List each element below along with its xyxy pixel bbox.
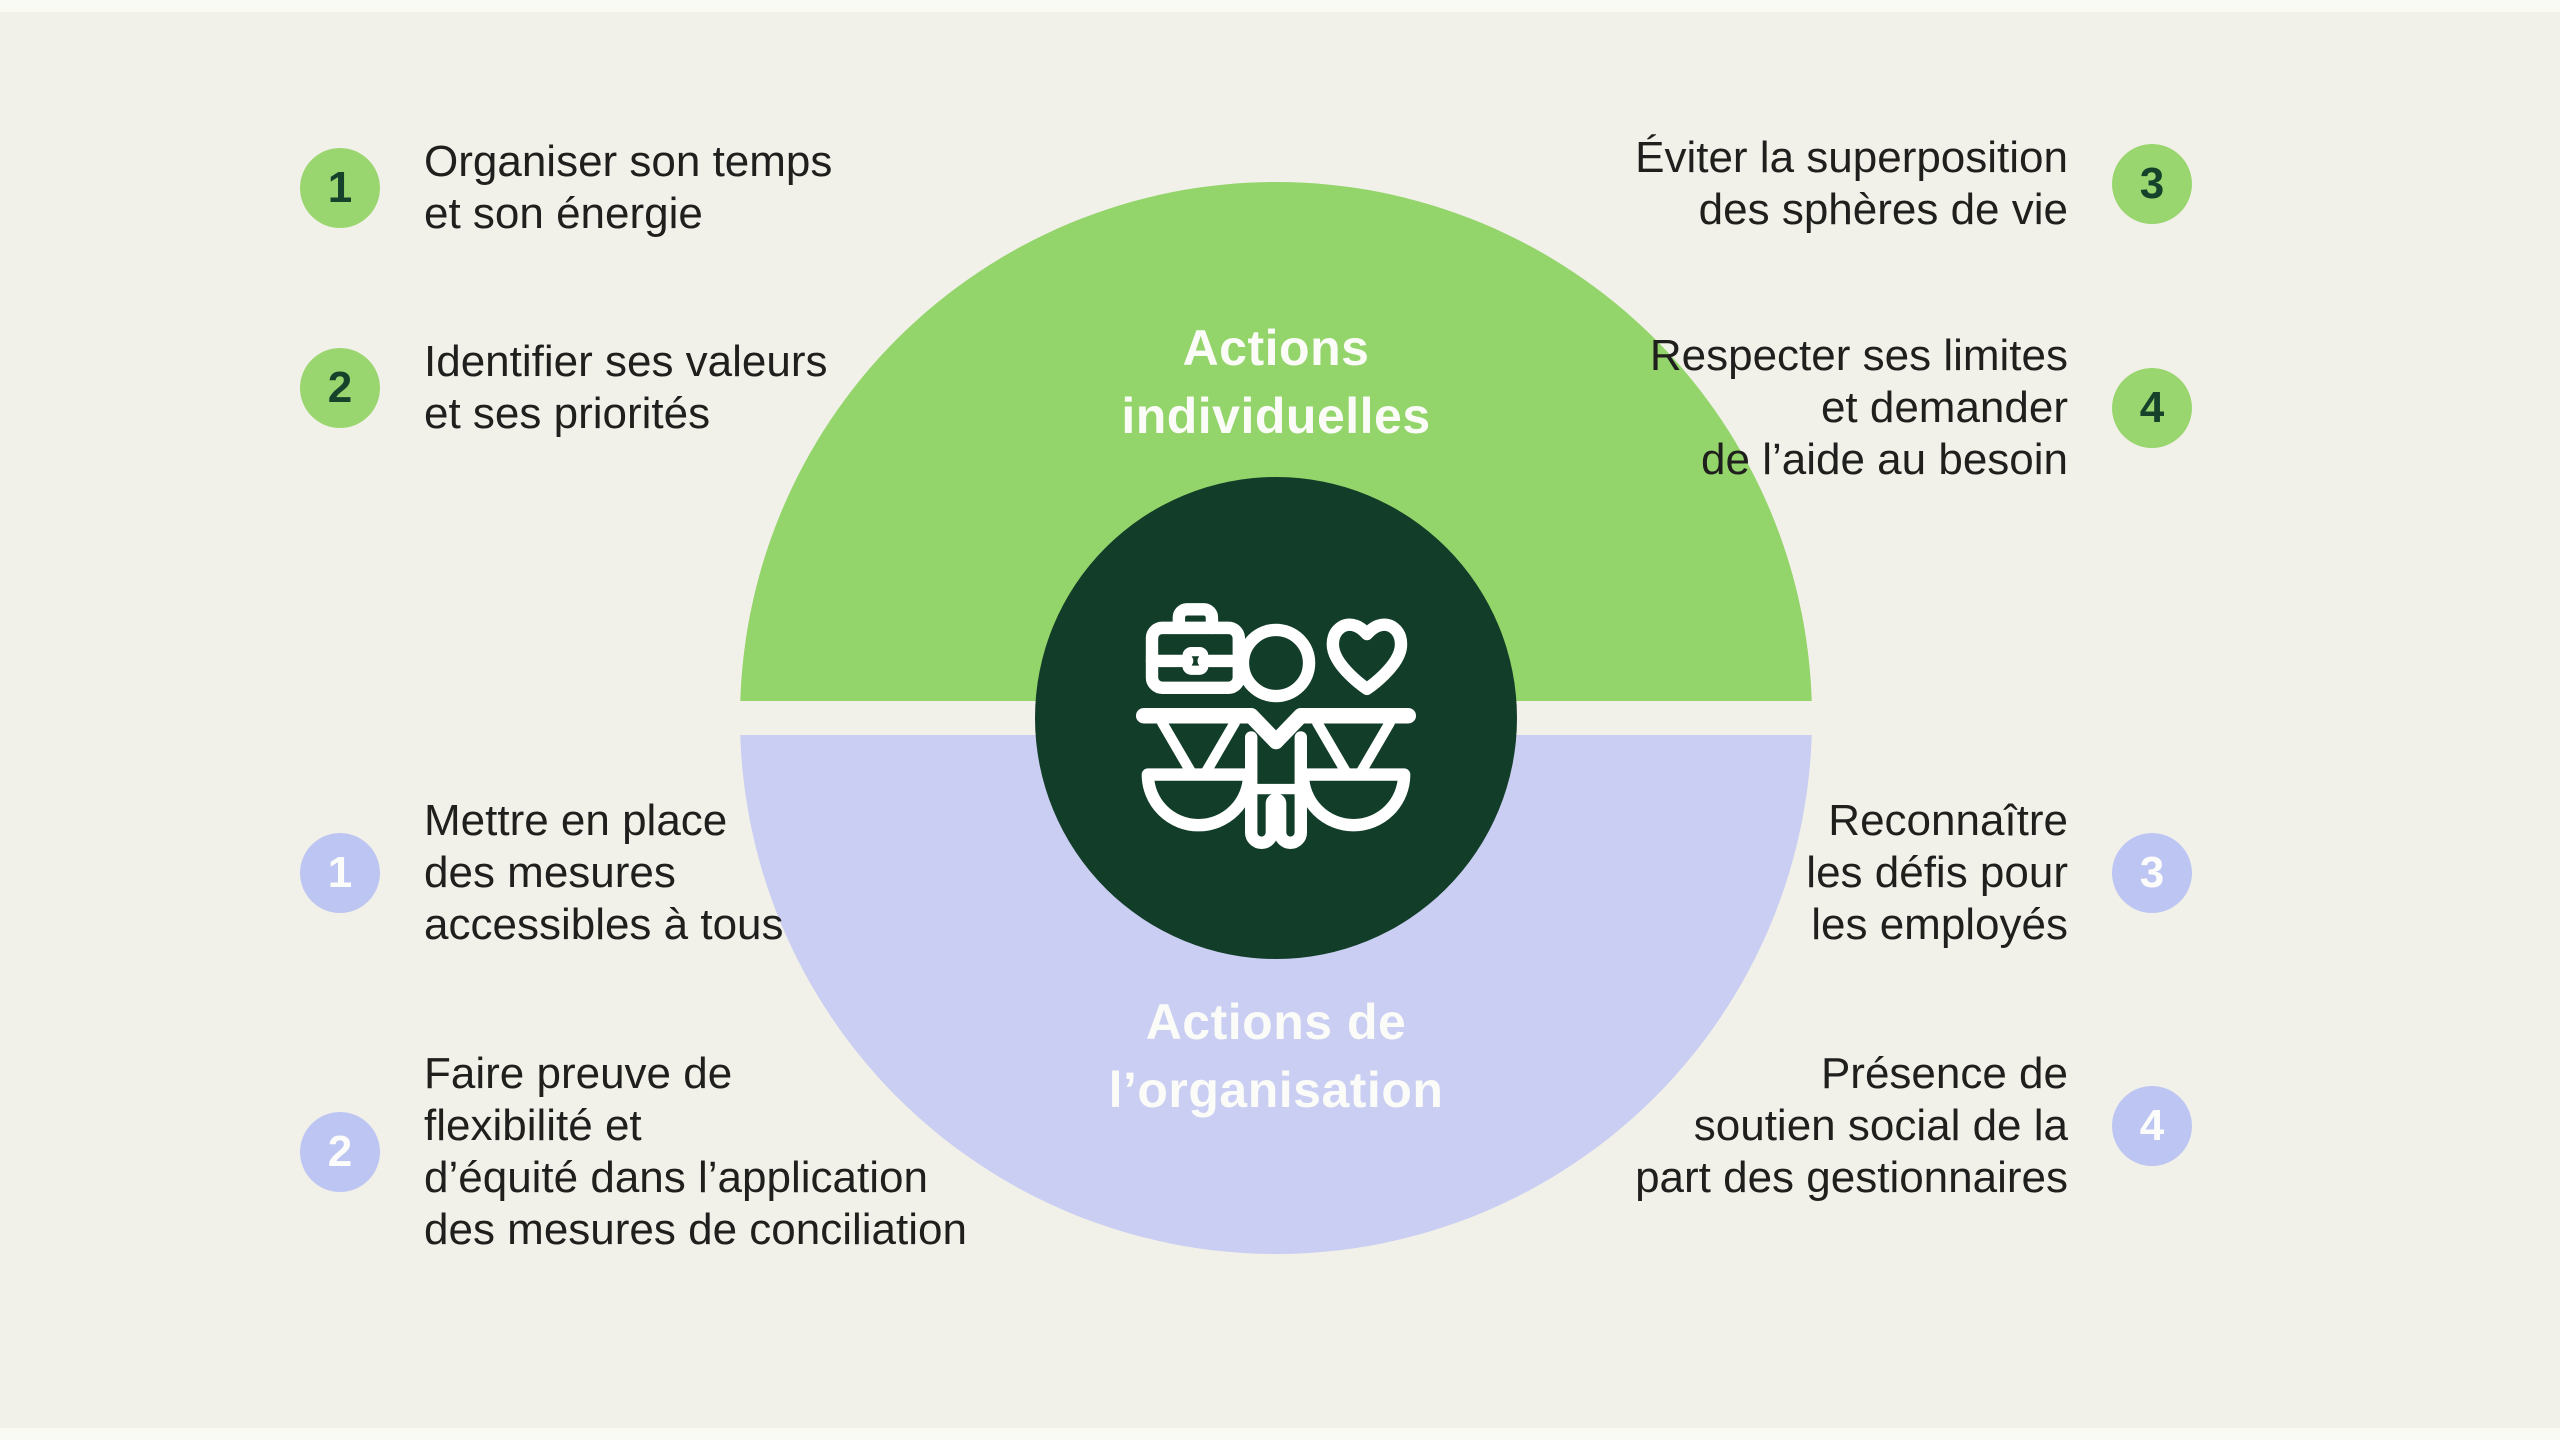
step-badge: 2 bbox=[300, 347, 380, 428]
list-item-individual-1: 1 Organiser son temps et son énergie bbox=[300, 136, 832, 240]
left-scale-pan bbox=[1141, 717, 1256, 832]
list-item-individual-3: 3 Éviter la superposition des sphères de… bbox=[1635, 132, 2192, 236]
list-item-organization-3: 3 Reconnaître les défis pour les employé… bbox=[1806, 795, 2192, 951]
list-item-individual-2: 2 Identifier ses valeurs et ses priorité… bbox=[300, 336, 828, 440]
heart-icon bbox=[1326, 618, 1408, 696]
step-badge: 2 bbox=[300, 1111, 380, 1192]
step-text: Mettre en place des mesures accessibles … bbox=[424, 796, 784, 949]
center-circle bbox=[1035, 477, 1517, 959]
list-item-organization-1: 1 Mettre en place des mesures accessible… bbox=[300, 795, 784, 951]
bottom-edge-strip bbox=[0, 1428, 2560, 1440]
person-body-icon bbox=[1245, 731, 1307, 849]
step-text: Organiser son temps et son énergie bbox=[424, 137, 833, 238]
step-badge: 3 bbox=[2112, 143, 2192, 224]
right-scale-pan bbox=[1296, 717, 1411, 832]
step-text: Reconnaître les défis pour les employés bbox=[1806, 796, 2068, 949]
organization-actions-label: Actions de l’organisation bbox=[1108, 994, 1444, 1118]
balance-beam bbox=[1135, 707, 1417, 750]
list-item-individual-4: 4 Respecter ses limites et demander de l… bbox=[1650, 330, 2192, 486]
top-edge-strip bbox=[0, 0, 2560, 12]
step-text: Présence de soutien social de la part de… bbox=[1635, 1049, 2068, 1202]
briefcase-icon bbox=[1145, 603, 1245, 694]
step-badge: 4 bbox=[2112, 1085, 2192, 1166]
step-badge: 3 bbox=[2112, 832, 2192, 913]
individual-actions-label: Actions individuelles bbox=[1121, 320, 1431, 444]
list-item-organization-2: 2 Faire preuve de flexibilité et d’équit… bbox=[300, 1048, 967, 1256]
list-item-organization-4: 4 Présence de soutien social de la part … bbox=[1635, 1048, 2192, 1204]
step-badge: 1 bbox=[300, 832, 380, 913]
person-head-icon bbox=[1236, 623, 1316, 703]
step-badge: 4 bbox=[2112, 367, 2192, 448]
work-life-balance-icon bbox=[1135, 603, 1417, 849]
step-text: Respecter ses limites et demander de l’a… bbox=[1649, 331, 2068, 484]
step-text: Éviter la superposition des sphères de v… bbox=[1635, 133, 2068, 234]
step-text: Identifier ses valeurs et ses priorités bbox=[424, 337, 828, 438]
step-badge: 1 bbox=[300, 147, 380, 228]
step-text: Faire preuve de flexibilité et d’équité … bbox=[424, 1049, 967, 1254]
